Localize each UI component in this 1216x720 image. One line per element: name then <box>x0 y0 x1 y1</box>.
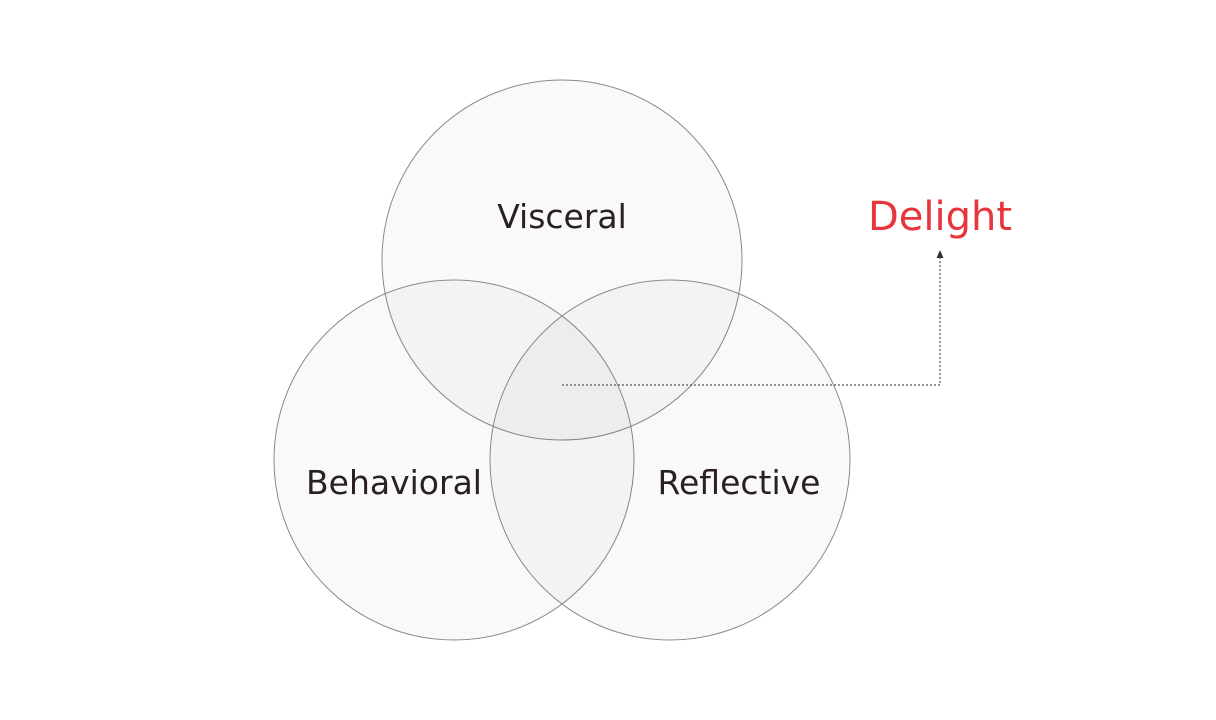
circle-visceral <box>381 79 743 441</box>
circle-behavioral <box>273 279 635 641</box>
label-behavioral: Behavioral <box>306 463 482 502</box>
leader-arrowhead <box>936 250 944 258</box>
circle-reflective <box>489 279 851 641</box>
leader-line <box>562 258 941 386</box>
label-reflective: Reflective <box>658 463 821 502</box>
label-visceral: Visceral <box>497 197 627 236</box>
label-delight: Delight <box>868 194 1012 240</box>
